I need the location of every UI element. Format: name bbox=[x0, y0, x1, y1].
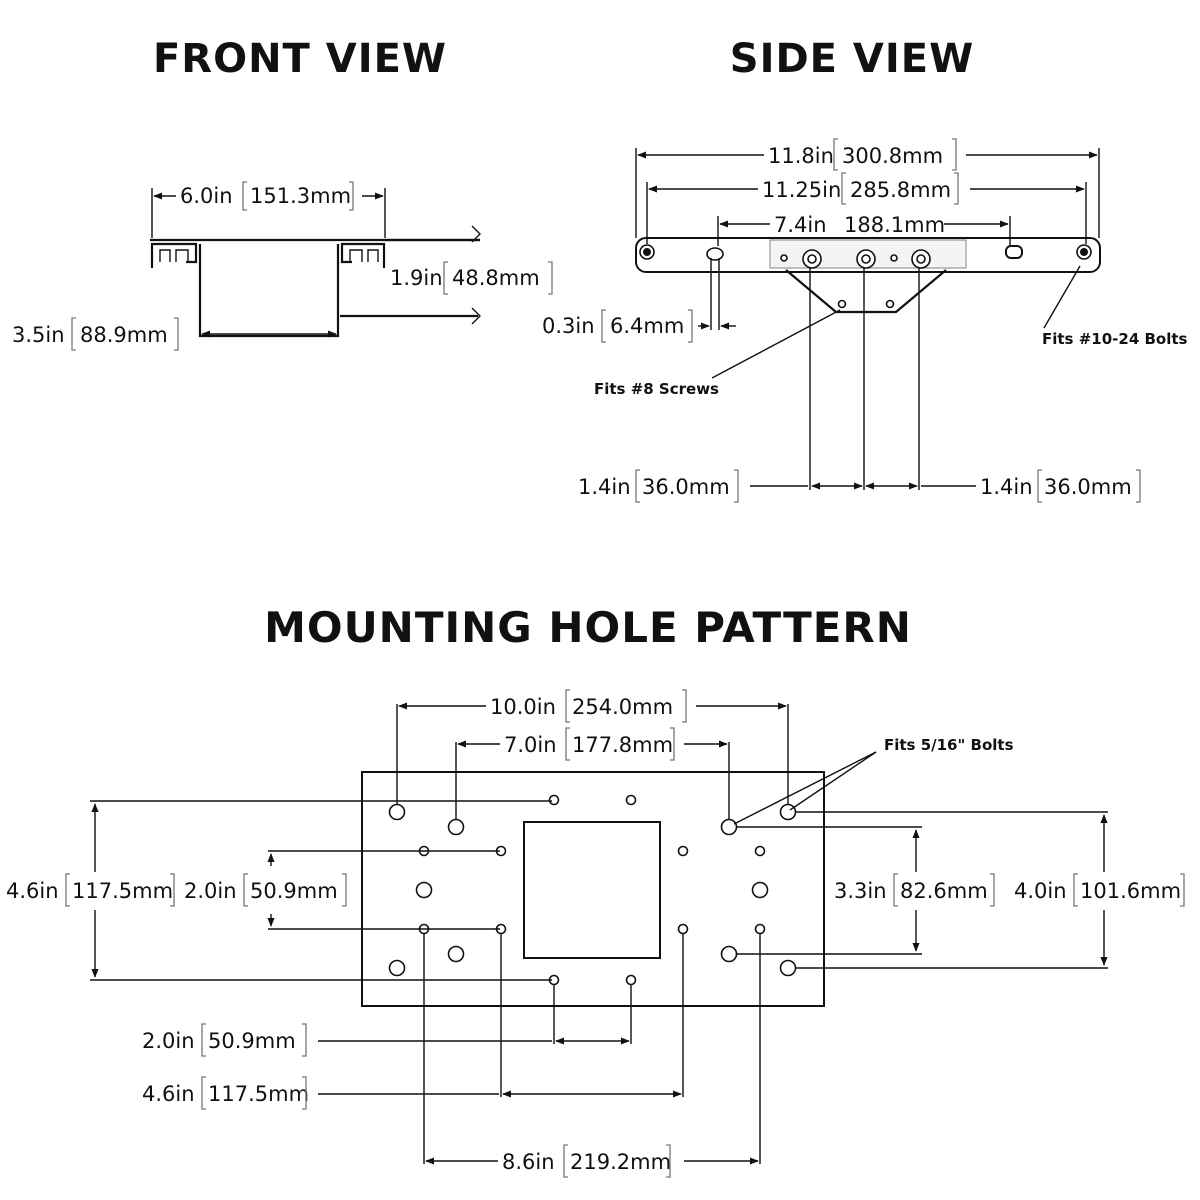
screws-note-text: Fits #8 Screws bbox=[594, 380, 719, 398]
pattern-bottom-a-dimension: 2.0in 50.9mm bbox=[142, 985, 632, 1057]
pattern-inner-width-mm: 177.8mm bbox=[572, 733, 673, 757]
front-width-mm: 151.3mm bbox=[250, 184, 351, 208]
hole-pattern-title: MOUNTING HOLE PATTERN bbox=[264, 603, 912, 652]
front-inner-dimension: 3.5in 88.9mm bbox=[12, 317, 337, 351]
front-height-in: 1.9in bbox=[390, 266, 443, 290]
side-slot-span-in: 7.4in bbox=[774, 213, 827, 237]
pattern-inner-width-dimension: 7.0in 177.8mm bbox=[455, 727, 730, 819]
side-slot-span-dimension: 7.4in 188.1mm bbox=[719, 213, 1009, 237]
side-view-drawing bbox=[635, 148, 1101, 490]
side-spacing-left-mm: 36.0mm bbox=[642, 475, 730, 499]
pattern-left-inner-height-dimension: 2.0in 50.9mm bbox=[184, 850, 500, 930]
front-view-drawing bbox=[150, 188, 481, 338]
pattern-bottom-c-in: 8.6in bbox=[502, 1150, 555, 1174]
pattern-outer-width-mm: 254.0mm bbox=[572, 695, 673, 719]
side-screws-note: Fits #8 Screws bbox=[594, 309, 841, 398]
pattern-right-height-mm: 101.6mm bbox=[1080, 879, 1181, 903]
side-overall-in: 11.8in bbox=[768, 144, 834, 168]
front-inner-mm: 88.9mm bbox=[80, 323, 168, 347]
side-spacing-left-in: 1.4in bbox=[578, 475, 631, 499]
pattern-bottom-b-in: 4.6in bbox=[142, 1082, 195, 1106]
front-view-title: FRONT VIEW bbox=[153, 36, 447, 82]
pattern-bolts-note: Fits 5/16" Bolts bbox=[733, 736, 1014, 825]
pattern-inner-width-in: 7.0in bbox=[504, 733, 557, 757]
front-height-dimension: 1.9in 48.8mm bbox=[390, 261, 553, 295]
side-overall-mm: 300.8mm bbox=[842, 144, 943, 168]
side-view-title: SIDE VIEW bbox=[730, 36, 974, 82]
hole-pattern-plate bbox=[361, 771, 825, 1007]
pattern-left-height-in: 4.6in bbox=[6, 879, 59, 903]
side-offset-dimension: 0.3in 6.4mm bbox=[542, 309, 736, 343]
side-bolt-span-mm: 285.8mm bbox=[850, 178, 951, 202]
pattern-bottom-b-dimension: 4.6in 117.5mm bbox=[142, 934, 684, 1110]
pattern-left-inner-height-in: 2.0in bbox=[184, 879, 237, 903]
pattern-right-inner-height-mm: 82.6mm bbox=[900, 879, 988, 903]
side-offset-mm: 6.4mm bbox=[610, 314, 684, 338]
front-width-in: 6.0in bbox=[180, 184, 233, 208]
bolts-note-text: Fits #10-24 Bolts bbox=[1042, 330, 1188, 348]
pattern-outer-width-in: 10.0in bbox=[490, 695, 556, 719]
front-width-dimension: 6.0in 151.3mm bbox=[153, 181, 384, 211]
pattern-bottom-c-dimension: 8.6in 219.2mm bbox=[423, 934, 761, 1178]
pattern-outer-width-dimension: 10.0in 254.0mm bbox=[396, 689, 789, 804]
pattern-bottom-c-mm: 219.2mm bbox=[570, 1150, 671, 1174]
side-slot-span-mm: 188.1mm bbox=[844, 213, 945, 237]
side-offset-in: 0.3in bbox=[542, 314, 595, 338]
pattern-right-inner-height-dimension: 3.3in 82.6mm bbox=[736, 826, 995, 955]
pattern-bolts-note-text: Fits 5/16" Bolts bbox=[884, 736, 1014, 754]
front-inner-in: 3.5in bbox=[12, 323, 65, 347]
pattern-bottom-a-in: 2.0in bbox=[142, 1029, 195, 1053]
side-overall-dimension: 11.8in 300.8mm bbox=[637, 138, 1098, 171]
side-spacing-right-mm: 36.0mm bbox=[1044, 475, 1132, 499]
pattern-left-height-mm: 117.5mm bbox=[72, 879, 173, 903]
pattern-left-inner-height-mm: 50.9mm bbox=[250, 879, 338, 903]
pattern-bottom-b-mm: 117.5mm bbox=[208, 1082, 309, 1106]
side-spacing-dimension: 1.4in 36.0mm 1.4in 36.0mm bbox=[578, 469, 1141, 503]
side-bolt-span-in: 11.25in bbox=[762, 178, 841, 202]
front-height-mm: 48.8mm bbox=[452, 266, 540, 290]
side-spacing-right-in: 1.4in bbox=[980, 475, 1033, 499]
pattern-bottom-a-mm: 50.9mm bbox=[208, 1029, 296, 1053]
pattern-left-height-dimension: 4.6in 117.5mm bbox=[6, 800, 552, 981]
side-bolt-span-dimension: 11.25in 285.8mm bbox=[648, 172, 1085, 205]
pattern-right-height-in: 4.0in bbox=[1014, 879, 1067, 903]
pattern-right-inner-height-in: 3.3in bbox=[834, 879, 887, 903]
pattern-right-height-dimension: 4.0in 101.6mm bbox=[796, 811, 1185, 969]
side-bolts-note: Fits #10-24 Bolts bbox=[1042, 265, 1188, 348]
